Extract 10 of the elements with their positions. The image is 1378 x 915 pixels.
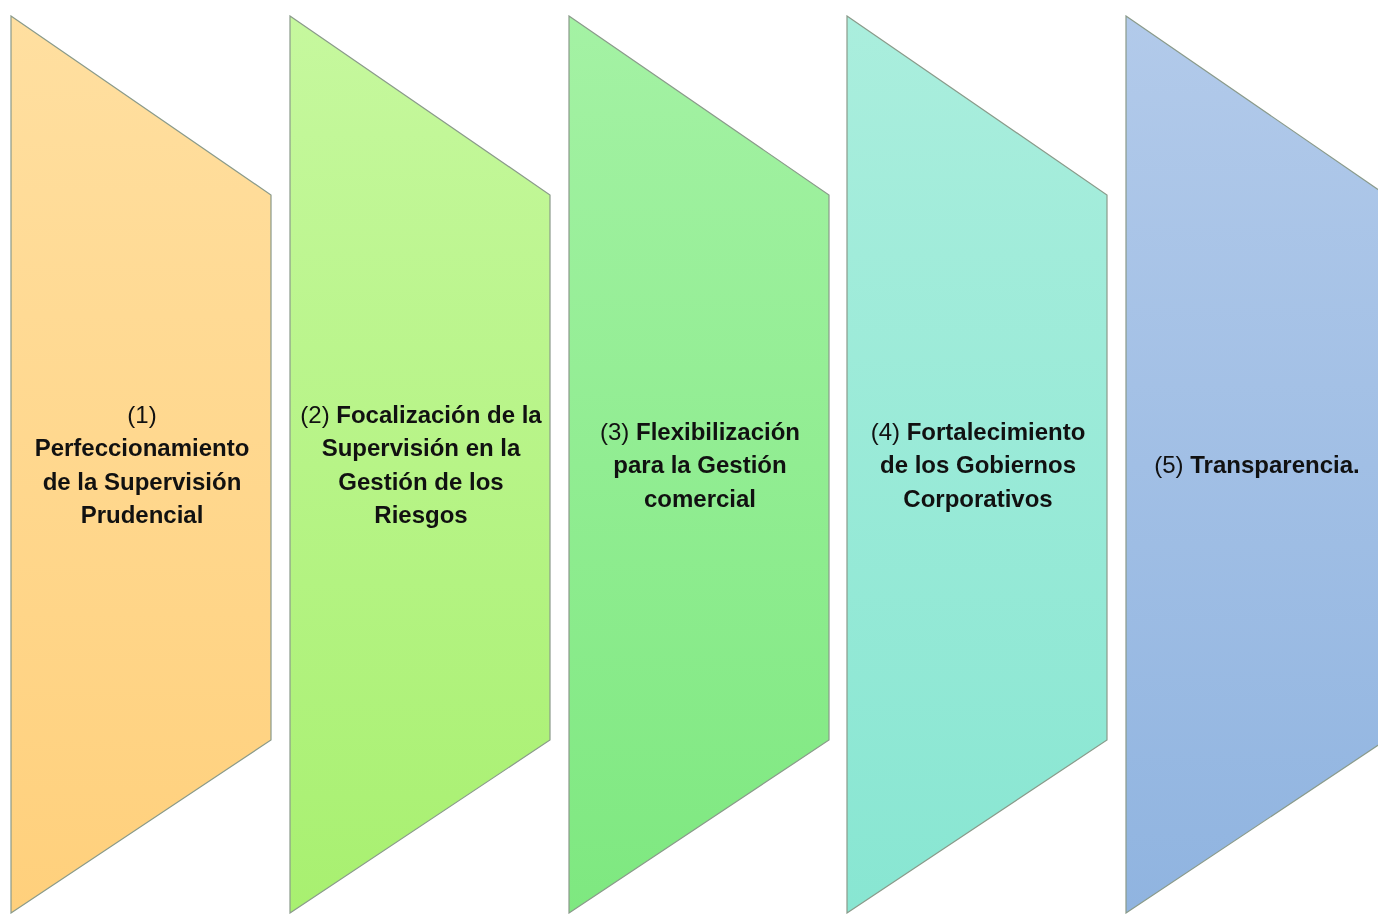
trapezoid-panel (568, 15, 830, 914)
panel-label: (1) Perfeccionamiento de la Supervisión Prudencial (33, 399, 251, 531)
panel-label: (2) Focalización de la Supervisión en la Gestión de los Riesgos (299, 399, 543, 531)
panel-label: (5) Transparencia. (1153, 449, 1361, 480)
trapezoid-panel (289, 15, 551, 914)
panel-label: (3) Flexibilización para la Gestión comercial (598, 416, 801, 514)
panel-label: (4) Fortalecimiento de los Gobiernos Corporativos (869, 416, 1087, 514)
trapezoid-panel (846, 15, 1108, 914)
trapezoid-panel (1125, 15, 1378, 914)
trapezoid-panel (10, 15, 272, 914)
